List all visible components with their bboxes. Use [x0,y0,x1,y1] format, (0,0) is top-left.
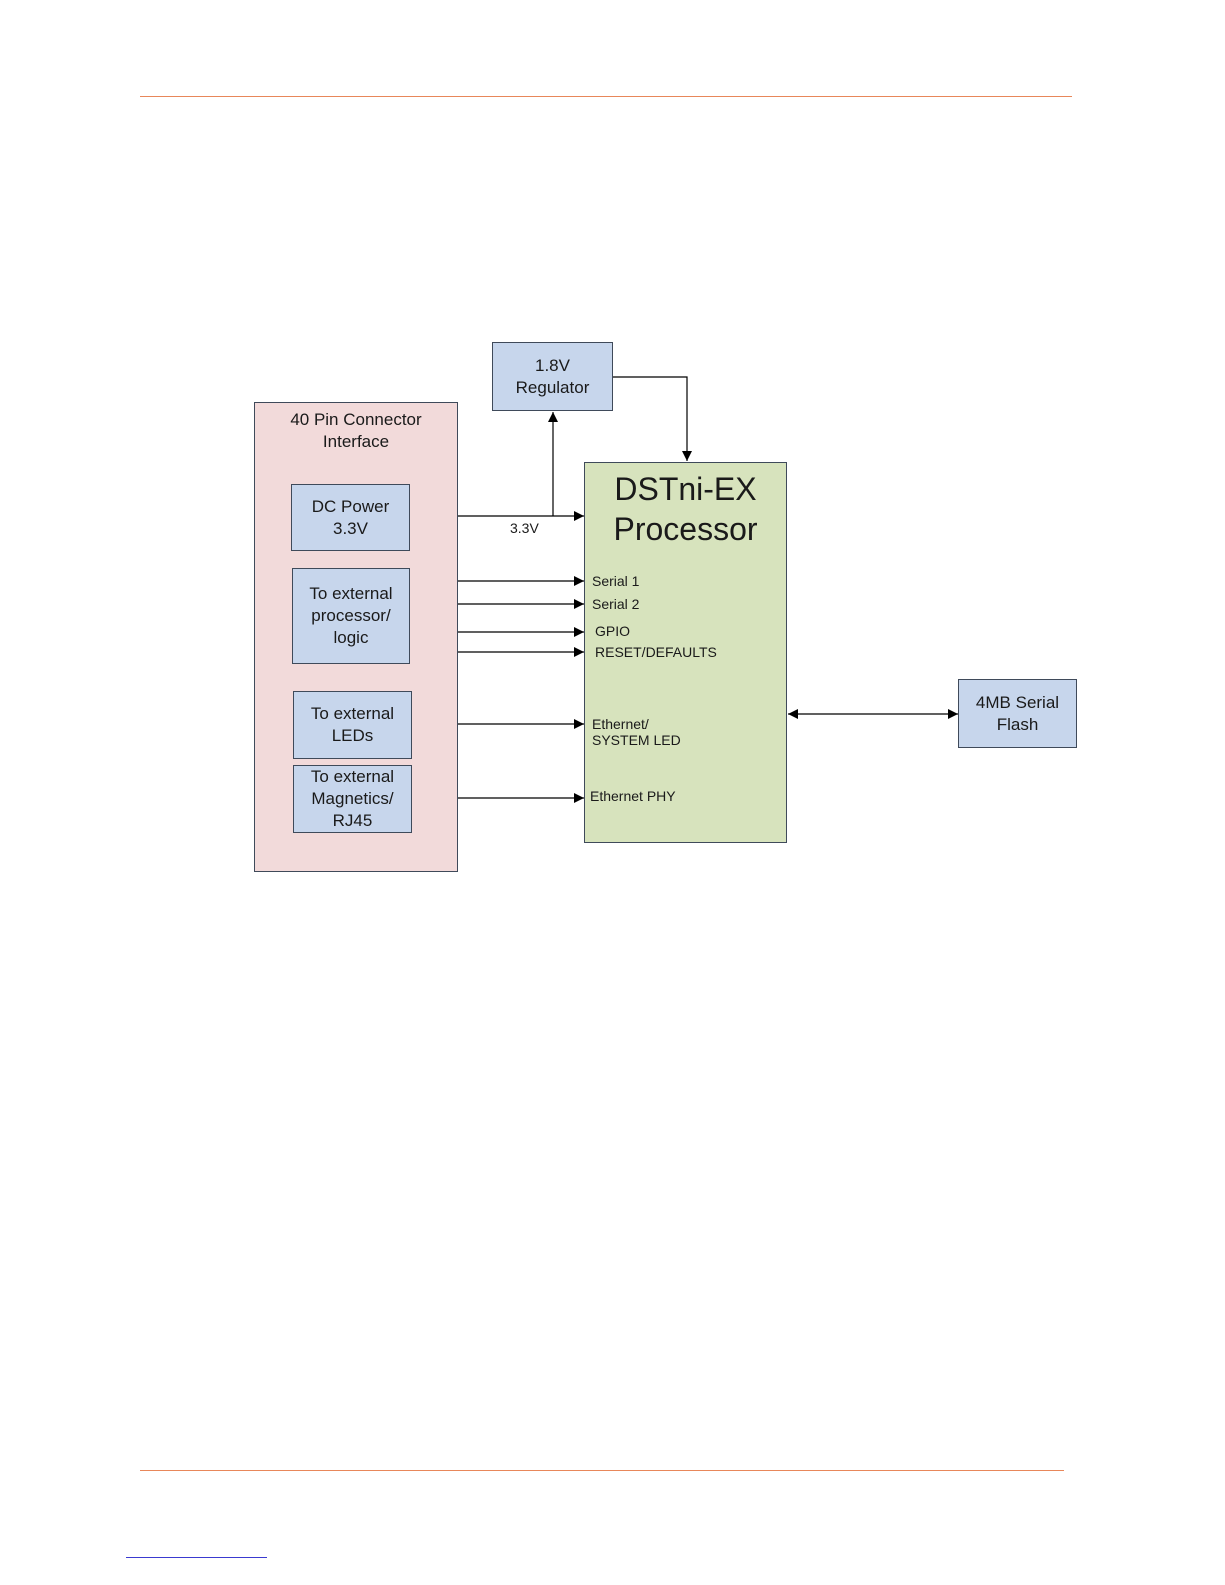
external-processor-box: To external processor/ logic [292,568,410,664]
external-magnetics-label: To external Magnetics/ RJ45 [311,766,394,832]
regulator-label: 1.8V Regulator [516,355,590,399]
voltage-label: 3.3V [510,520,539,536]
external-leds-box: To external LEDs [293,691,412,759]
flash-box: 4MB Serial Flash [958,679,1077,748]
flash-label: 4MB Serial Flash [976,692,1059,736]
dc-power-box: DC Power 3.3V [291,484,410,551]
connector-interface-title: 40 Pin Connector Interface [290,409,421,453]
external-processor-label: To external processor/ logic [309,583,392,649]
signal-serial2-label: Serial 2 [592,596,639,612]
signal-reset-label: RESET/DEFAULTS [595,644,717,660]
regulator-box: 1.8V Regulator [492,342,613,411]
external-leds-label: To external LEDs [311,703,394,747]
signal-ethernet-phy-label: Ethernet PHY [590,788,676,804]
signal-gpio-label: GPIO [595,623,630,639]
wire-regulator-to-processor [612,377,687,461]
signal-ethernet-led-label: Ethernet/ SYSTEM LED [592,716,681,748]
dc-power-label: DC Power 3.3V [312,496,389,540]
external-magnetics-box: To external Magnetics/ RJ45 [293,765,412,833]
processor-label: DSTni-EX Processor [613,469,757,549]
signal-serial1-label: Serial 1 [592,573,639,589]
